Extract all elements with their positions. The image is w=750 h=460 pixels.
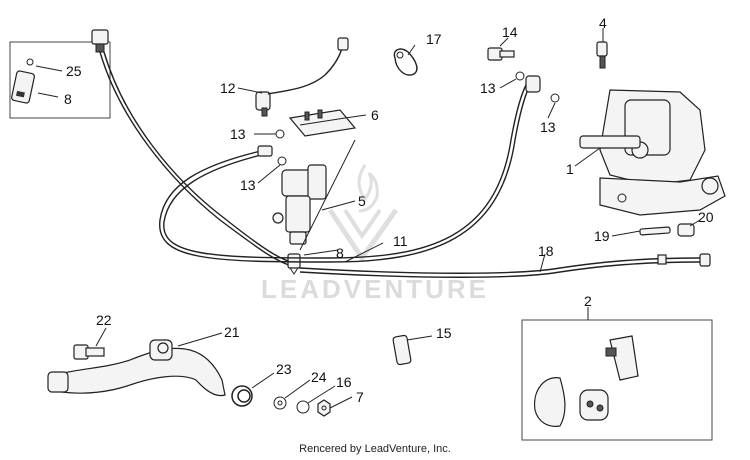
part-25-oring (26, 58, 34, 66)
callout-22: 22 (96, 312, 112, 328)
part-7-nut (317, 399, 331, 417)
part-19-pin (639, 226, 671, 236)
inset-box-pad-kit (521, 319, 713, 441)
part-11-brake-hose (159, 75, 541, 263)
part-5-master-cylinder (272, 164, 327, 245)
callout-4: 4 (599, 15, 607, 31)
callout-8: 8 (336, 245, 344, 261)
callout-13: 13 (480, 80, 496, 96)
callout-20: 20 (698, 209, 714, 225)
callout-23: 23 (276, 361, 292, 377)
callout-13: 13 (540, 119, 556, 135)
part-cable-connector (91, 29, 109, 53)
callout-21: 21 (224, 324, 240, 340)
callout-16: 16 (336, 374, 352, 390)
part-23-spring (231, 385, 253, 407)
part-15-sleeve (392, 334, 412, 366)
footer-credit: Rencered by LeadVenture, Inc. (299, 443, 451, 455)
callout-13: 13 (230, 126, 246, 142)
part-21-brake-pedal (47, 339, 226, 397)
callout-15: 15 (436, 325, 452, 341)
part-18-rod (299, 253, 711, 278)
callout-25: 25 (66, 63, 82, 79)
part-6-reservoir-cap (288, 109, 357, 137)
part-17-hose-clip (393, 48, 418, 76)
part-13-washer (550, 93, 560, 103)
part-2-brake-pads (533, 335, 639, 427)
callout-1: 1 (566, 161, 574, 177)
callout-24: 24 (311, 369, 327, 385)
part-22-bolt (73, 344, 105, 360)
part-13-washer (515, 71, 525, 81)
callout-18: 18 (538, 243, 554, 259)
part-12-switch (255, 91, 271, 117)
part-1-caliper (579, 89, 726, 216)
part-20-bushing (677, 223, 695, 237)
callout-5: 5 (358, 193, 366, 209)
callout-12: 12 (220, 80, 236, 96)
callout-2: 2 (584, 293, 592, 309)
part-16-washer (296, 400, 310, 414)
callout-17: 17 (426, 31, 442, 47)
callout-13: 13 (240, 177, 256, 193)
part-4-bleeder-screw (596, 41, 608, 69)
part-13-washer (275, 129, 285, 139)
leadventure-watermark: LEADVENTURE (261, 164, 489, 304)
callout-8-inset: 8 (64, 91, 72, 107)
callout-6: 6 (371, 107, 379, 123)
callout-7: 7 (356, 389, 364, 405)
callout-11: 11 (393, 233, 408, 249)
callout-14: 14 (502, 24, 518, 40)
svg-text:LEADVENTURE: LEADVENTURE (261, 274, 489, 304)
part-14-banjo-bolt (487, 47, 515, 61)
part-8-bleeder-small (11, 70, 35, 104)
callout-19: 19 (594, 228, 610, 244)
part-8-bleeder (287, 253, 301, 275)
part-13-washer (277, 156, 287, 166)
part-24-washer (273, 396, 287, 410)
